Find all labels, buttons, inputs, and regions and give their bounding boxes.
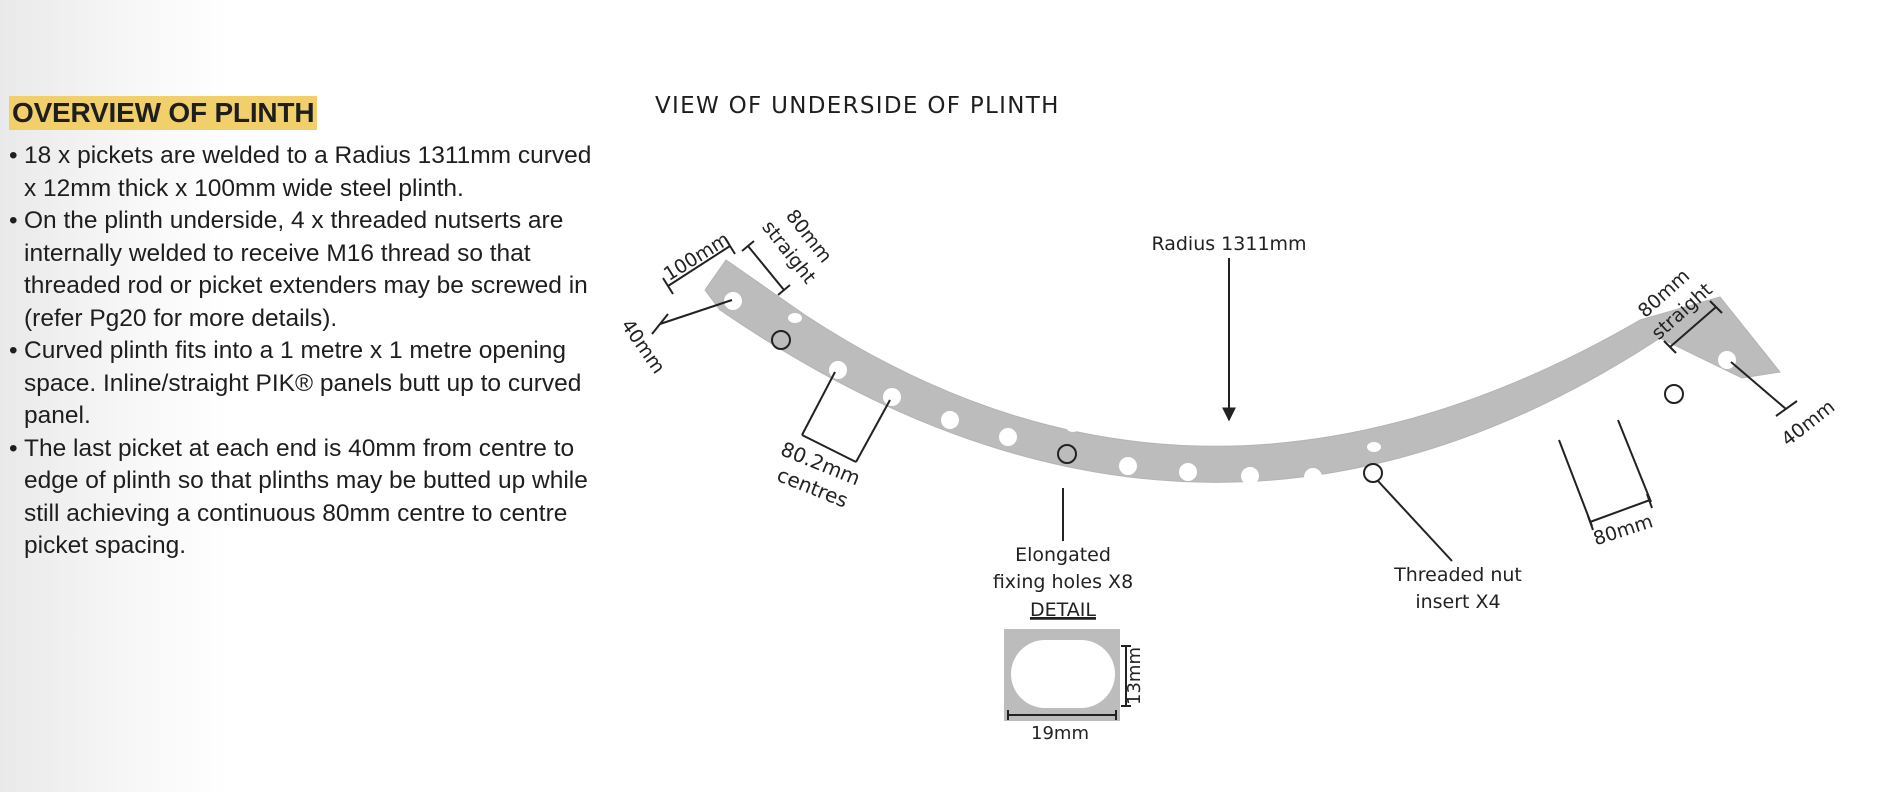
- threaded-nut-inserts: [771, 330, 1684, 483]
- dimension-lines: [651, 237, 1798, 562]
- elongated-hole: [1367, 442, 1381, 452]
- picket-hole: [724, 292, 742, 310]
- bullet-last-picket: The last picket at each end is 40mm from…: [9, 433, 599, 563]
- label-detail: DETAIL: [1030, 599, 1096, 621]
- picket-hole: [1427, 454, 1445, 472]
- bullet-opening-space: Curved plinth fits into a 1 metre x 1 me…: [9, 335, 599, 433]
- nut-insert: [1057, 444, 1077, 464]
- label-edge-left-40mm: 40mm: [616, 315, 669, 378]
- label-elongated-line1: Elongated: [1015, 544, 1111, 566]
- picket-hole: [941, 411, 959, 429]
- picket-hole: [883, 388, 901, 406]
- picket-hole: [1119, 457, 1137, 475]
- overview-bullet-list: 18 x pickets are welded to a Radius 1311…: [9, 140, 599, 563]
- picket-hole: [1488, 442, 1506, 460]
- detail-slot: [1011, 640, 1115, 708]
- picket-hole: [1548, 428, 1566, 446]
- elongated-hole: [1679, 415, 1693, 425]
- label-nut-line2: insert X4: [1415, 591, 1500, 613]
- label-spacing-80mm: 80mm: [1591, 510, 1656, 550]
- elongated-hole: [1066, 422, 1080, 432]
- picket-hole: [999, 428, 1017, 446]
- overview-heading: OVERVIEW OF PLINTH: [9, 96, 318, 130]
- picket-hole: [1607, 408, 1625, 426]
- label-edge-right-40mm: 40mm: [1777, 396, 1839, 451]
- diagram-title: VIEW OF UNDERSIDE OF PLINTH: [655, 93, 1060, 119]
- picket-hole: [1304, 468, 1322, 486]
- elongated-hole: [1656, 365, 1670, 375]
- picket-holes: [724, 292, 1736, 486]
- bullet-nutserts: On the plinth underside, 4 x threaded nu…: [9, 205, 599, 335]
- detail-elongated-hole: 13mm 19mm: [1004, 629, 1145, 744]
- picket-hole: [1241, 467, 1259, 485]
- nut-insert: [1664, 384, 1684, 404]
- nut-insert: [1363, 463, 1383, 483]
- elongated-hole: [788, 313, 802, 323]
- label-radius: Radius 1311mm: [1151, 233, 1306, 255]
- label-detail-19mm: 19mm: [1031, 723, 1089, 744]
- elongated-hole: [1055, 478, 1069, 488]
- label-elongated-line2: fixing holes X8: [993, 571, 1133, 593]
- nut-insert: [771, 330, 791, 350]
- elongated-fixing-holes: [761, 313, 1693, 506]
- picket-hole: [1718, 351, 1736, 369]
- label-detail-13mm: 13mm: [1124, 647, 1145, 705]
- picket-hole: [1179, 463, 1197, 481]
- elongated-hole: [761, 357, 775, 367]
- elongated-hole: [1369, 496, 1383, 506]
- diagram-labels: 100mm 80mm straight 40mm Radius 1311mm 8…: [616, 205, 1839, 621]
- plinth-body: [704, 259, 1781, 483]
- bullet-pickets: 18 x pickets are welded to a Radius 1311…: [9, 140, 599, 205]
- overview-panel: OVERVIEW OF PLINTH 18 x pickets are weld…: [9, 96, 599, 563]
- label-nut-line1: Threaded nut: [1393, 564, 1522, 586]
